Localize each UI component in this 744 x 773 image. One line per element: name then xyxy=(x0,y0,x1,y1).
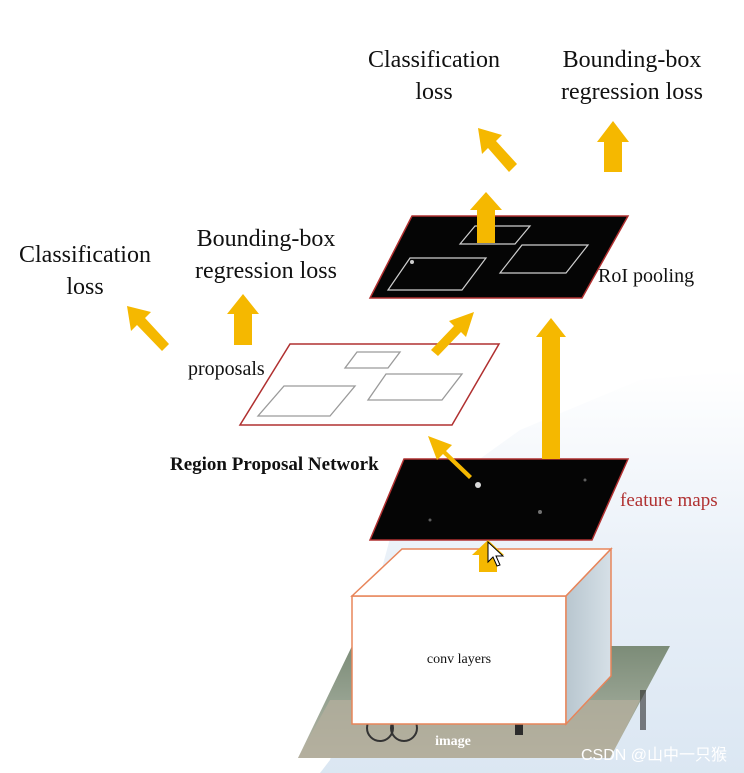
left-classification-label-line2: loss xyxy=(66,274,103,300)
arrow-left-bbox xyxy=(227,294,259,345)
arrow-left-cls xyxy=(127,306,169,351)
arrow-feature-to-roi xyxy=(536,318,566,459)
proposal-box-2 xyxy=(366,373,464,401)
top-classification-label-line1: Classification xyxy=(368,47,500,73)
conv-layers-box xyxy=(350,547,613,726)
arrow-proposals-to-roi xyxy=(431,312,474,356)
proposals-plane xyxy=(238,343,501,426)
roi-pooling-plane xyxy=(368,215,630,299)
proposals-label: proposals xyxy=(188,358,265,380)
arrow-roi-up xyxy=(470,192,502,243)
top-bbox-label-line1: Bounding-box xyxy=(563,47,702,73)
roi-box-1 xyxy=(458,225,532,245)
mouse-cursor-icon xyxy=(487,540,505,567)
arrow-feature-to-proposals xyxy=(428,436,472,479)
roi-box-3 xyxy=(386,257,488,291)
top-classification-label-line2: loss xyxy=(415,79,452,105)
proposal-box-3 xyxy=(256,385,357,417)
arrows xyxy=(127,121,629,572)
left-bbox-label-line1: Bounding-box xyxy=(197,226,336,252)
feature-maps-label: feature maps xyxy=(620,490,718,511)
arrow-top-cls xyxy=(478,128,517,172)
conv-layers-label: conv layers xyxy=(427,652,491,667)
rpn-label: Region Proposal Network xyxy=(170,454,379,475)
image-label: image xyxy=(435,734,471,749)
top-bbox-label-line2: regression loss xyxy=(561,79,703,105)
arrow-top-bbox xyxy=(597,121,629,172)
watermark-text: CSDN @山中一只猴 xyxy=(581,746,727,764)
left-classification-label-line1: Classification xyxy=(19,242,151,268)
roi-pooling-label: RoI pooling xyxy=(598,265,694,287)
proposal-box-1 xyxy=(343,351,402,369)
left-bbox-label-line2: regression loss xyxy=(195,258,337,284)
roi-box-2 xyxy=(498,244,590,274)
feature-maps-plane xyxy=(368,458,630,541)
